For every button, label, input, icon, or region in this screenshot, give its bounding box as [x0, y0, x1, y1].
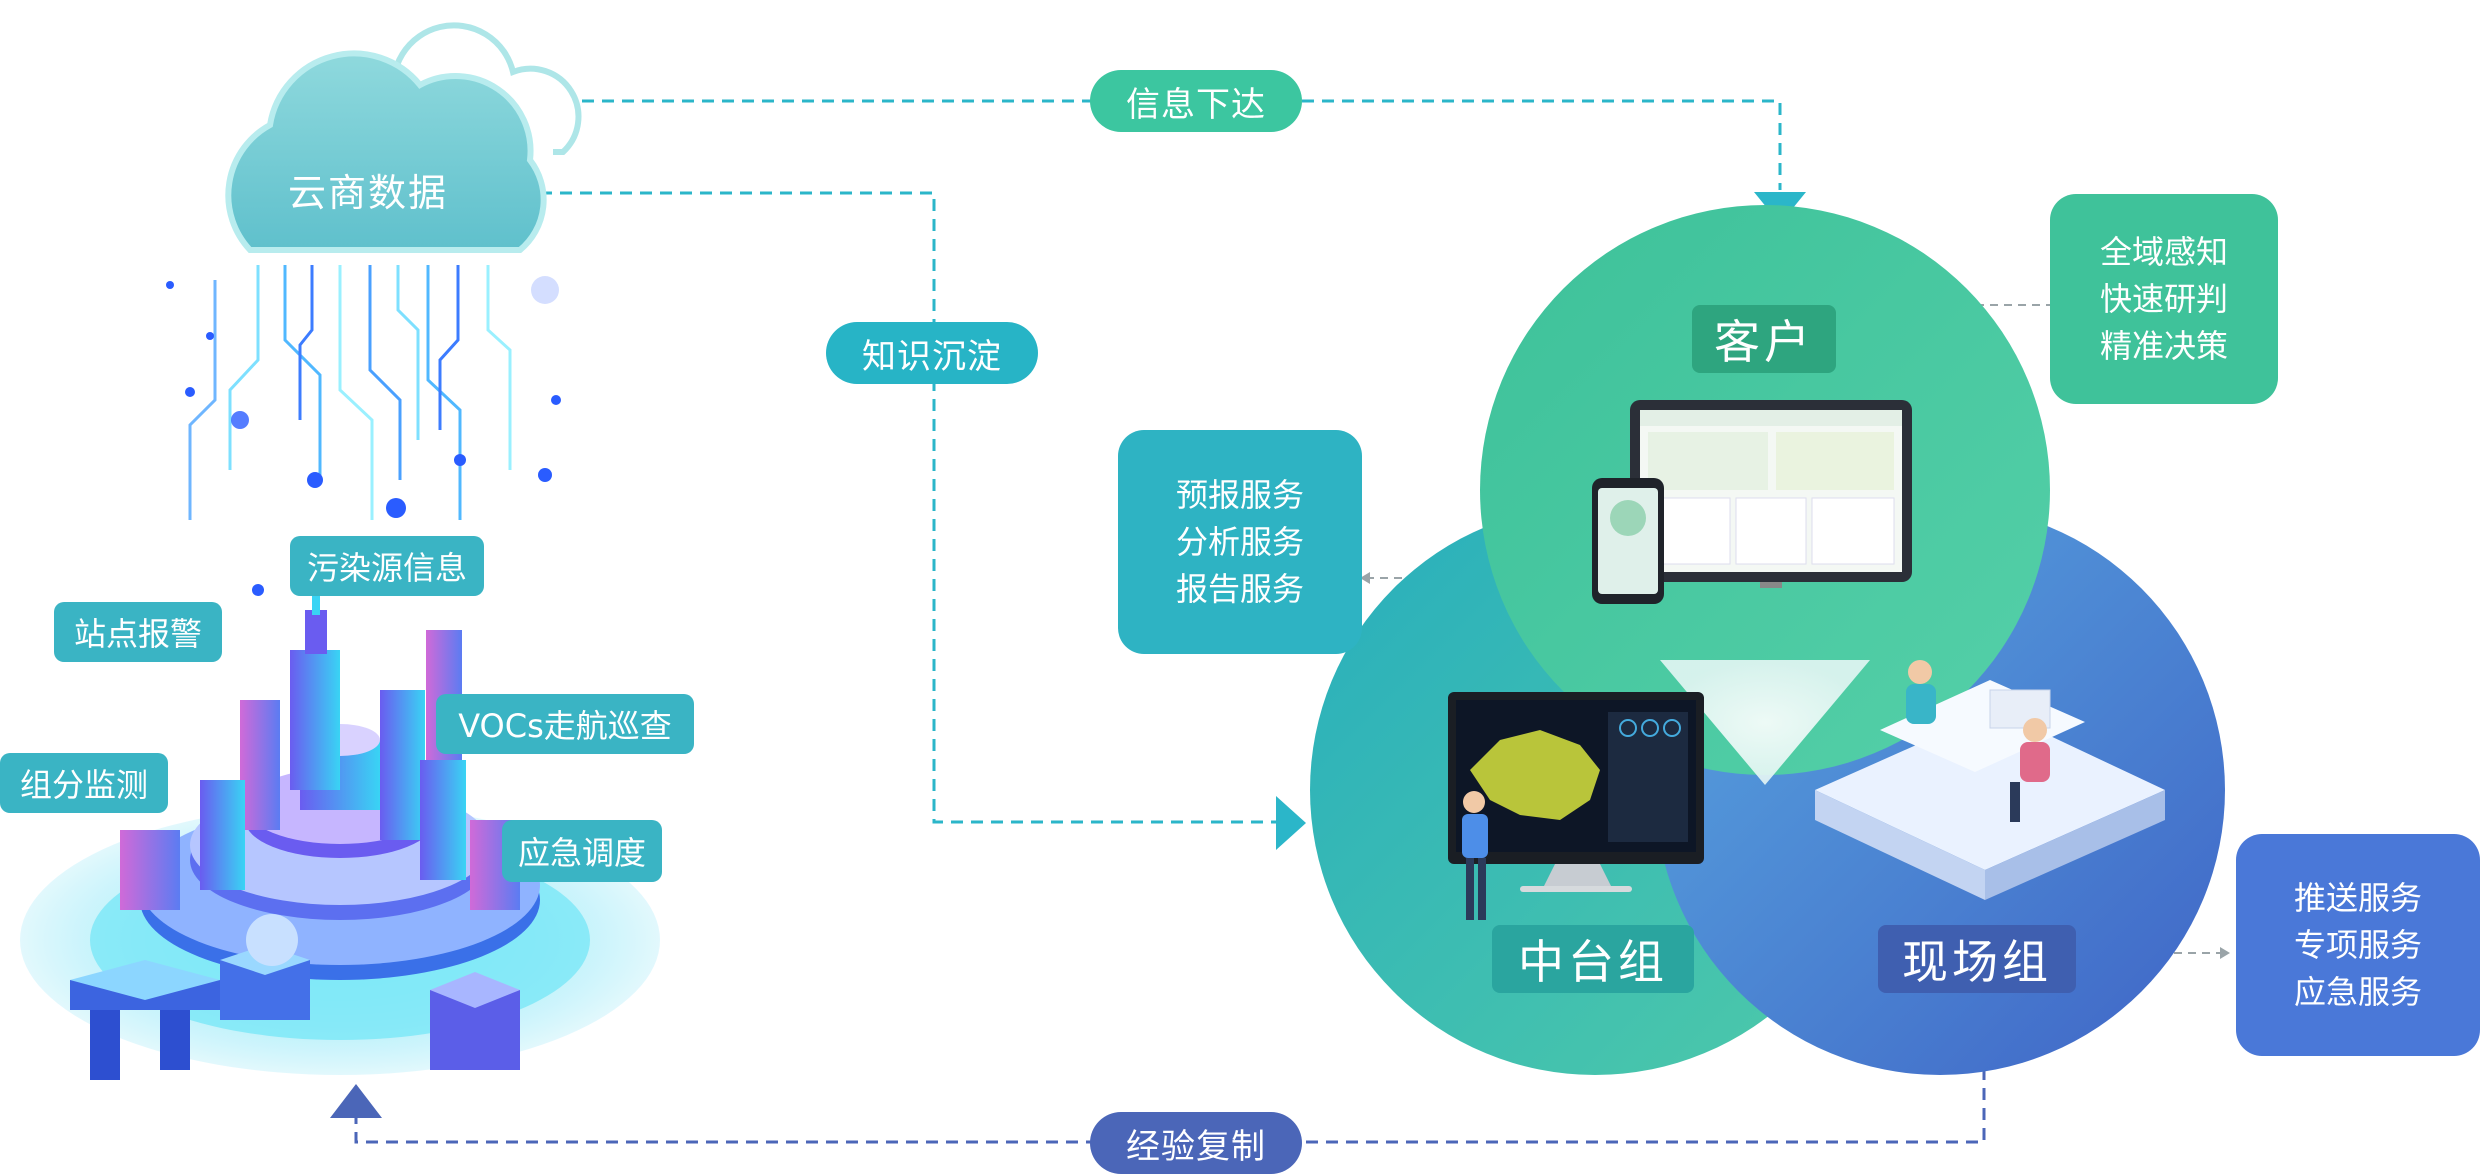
field-circle-label: 现场组: [1878, 925, 2076, 993]
city-tag-pollution: 污染源信息: [290, 536, 484, 596]
field-service-item: 应急服务: [2293, 972, 2422, 1011]
city-tag-emergency: 应急调度: [502, 820, 662, 882]
field-services-box: 推送服务 专项服务 应急服务: [2236, 834, 2480, 1056]
arrow-icon: [330, 1084, 382, 1118]
arrow-icon: [2220, 947, 2230, 959]
info-down-label: 信息下达: [1090, 70, 1302, 132]
middle-services-box: 预报服务 分析服务 报告服务: [1118, 430, 1362, 654]
smart-city-illustration: [20, 585, 660, 1080]
customer-circle-label: 客户: [1692, 305, 1836, 373]
middle-service-item: 报告服务: [1175, 569, 1304, 608]
data-stream-icon: [166, 281, 561, 596]
tablet-icon: [1630, 400, 1912, 588]
city-tag-component: 组分监测: [0, 753, 168, 813]
customer-service-item: 快速研判: [2099, 279, 2228, 318]
arrow-icon: [1360, 572, 1370, 584]
customer-services-box: 全域感知 快速研判 精准决策: [2050, 194, 2278, 404]
cloud-label: 云商数据: [288, 171, 449, 215]
middle-service-item: 分析服务: [1175, 522, 1304, 561]
middle-service-item: 预报服务: [1175, 475, 1304, 514]
field-service-item: 专项服务: [2293, 925, 2422, 964]
arrow-icon: [1276, 796, 1306, 850]
knowledge-flow-line: [540, 191, 1278, 824]
cloud-icon: [225, 22, 582, 253]
monitor-china-map-icon: [1448, 692, 1704, 920]
customer-service-item: 全域感知: [2099, 232, 2228, 271]
city-tag-vocs: VOCs走航巡查: [436, 694, 694, 754]
experience-label: 经验复制: [1090, 1112, 1302, 1174]
customer-service-item: 精准决策: [2099, 326, 2228, 365]
team-desk-illustration: [1815, 660, 2165, 900]
phone-icon: [1592, 478, 1664, 604]
middle-circle-label: 中台组: [1492, 925, 1694, 993]
data-stream-icon: [188, 265, 512, 520]
center-overlap: [1660, 660, 1870, 785]
city-tag-alarm: 站点报警: [54, 602, 222, 662]
knowledge-label: 知识沉淀: [826, 322, 1038, 384]
field-service-item: 推送服务: [2293, 878, 2422, 917]
